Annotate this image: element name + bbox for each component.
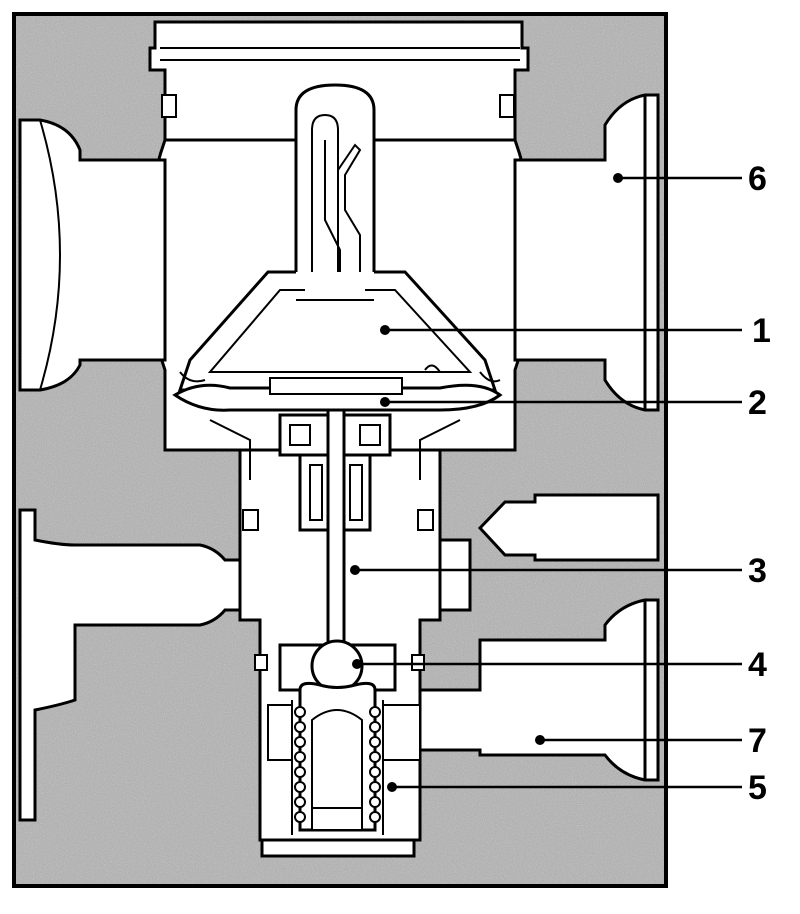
callout-3: 3 xyxy=(350,552,767,590)
mechanism xyxy=(172,83,503,835)
callout-4-label: 4 xyxy=(748,646,767,684)
spring-coil xyxy=(369,766,381,778)
spring-coil xyxy=(294,721,306,733)
callout-7-label: 7 xyxy=(748,722,767,760)
spring-coil xyxy=(369,721,381,733)
spring-coil xyxy=(294,751,306,763)
spring-coil xyxy=(369,811,381,823)
spring-coils xyxy=(294,706,381,823)
callout-1-label: 1 xyxy=(752,312,771,350)
callout-3-label: 3 xyxy=(748,552,767,590)
spring-coil xyxy=(294,796,306,808)
callout-4: 4 xyxy=(352,646,767,684)
spring-coil xyxy=(294,811,306,823)
spring-coil xyxy=(369,706,381,718)
callout-6-label: 6 xyxy=(748,160,767,198)
callout-2-label: 2 xyxy=(748,384,767,422)
spring-coil xyxy=(369,796,381,808)
callout-2: 2 xyxy=(380,384,767,422)
callout-5-label: 5 xyxy=(748,769,767,807)
callout-7: 7 xyxy=(535,722,767,760)
spring-coil xyxy=(294,706,306,718)
callouts: 6 1 2 3 4 7 5 xyxy=(350,160,771,807)
spring-coil xyxy=(369,751,381,763)
housing-frame xyxy=(12,12,668,888)
callout-5: 5 xyxy=(387,769,767,807)
spring-coil xyxy=(369,781,381,793)
spring-coil xyxy=(369,736,381,748)
spring-coil xyxy=(294,766,306,778)
spring-coil xyxy=(294,781,306,793)
callout-1: 1 xyxy=(380,312,771,350)
callout-6: 6 xyxy=(613,160,767,198)
spring-coil xyxy=(294,736,306,748)
